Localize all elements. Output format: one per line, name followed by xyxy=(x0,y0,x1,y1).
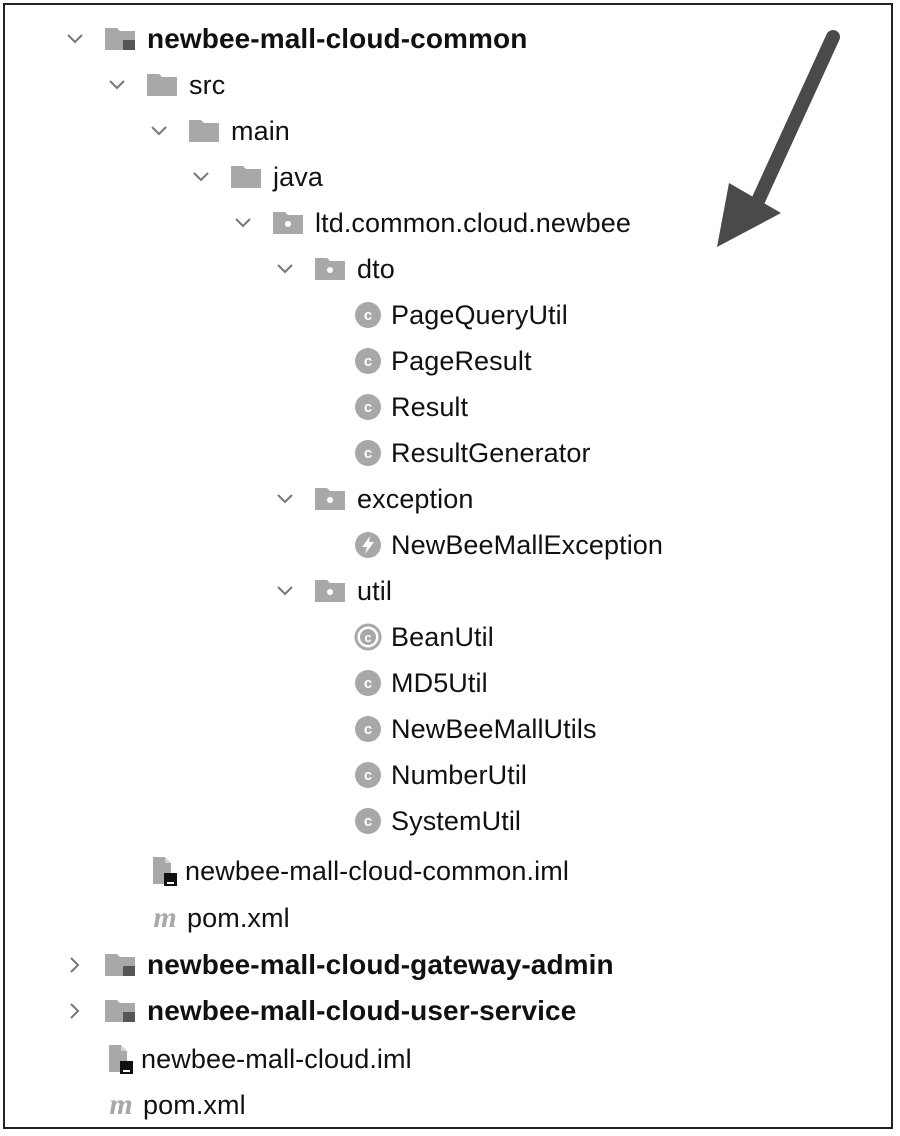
tree-item-class[interactable]: c BeanUtil xyxy=(353,617,494,657)
module-folder-icon xyxy=(103,950,139,980)
svg-text:c: c xyxy=(364,445,372,462)
class-icon: c xyxy=(353,806,383,836)
tree-item-class[interactable]: c SystemUtil xyxy=(353,801,521,841)
class-icon: c xyxy=(353,668,383,698)
tree-item-newbee-mall-cloud-user-service[interactable]: newbee-mall-cloud-user-service xyxy=(63,991,576,1031)
class-icon: c xyxy=(353,346,383,376)
tree-item-label: src xyxy=(189,69,226,100)
tree-item-newbee-mall-cloud-common[interactable]: newbee-mall-cloud-common xyxy=(63,19,527,59)
chevron-down-icon[interactable] xyxy=(231,211,255,235)
tree-item-label: newbee-mall-cloud-common.iml xyxy=(185,855,569,886)
tree-item-label: NumberUtil xyxy=(391,759,528,790)
tree-item-label: pom.xml xyxy=(143,1089,246,1120)
svg-text:c: c xyxy=(364,767,372,784)
tree-item-exception-class[interactable]: NewBeeMallException xyxy=(353,525,663,565)
tree-item-label: exception xyxy=(357,483,474,514)
tree-item-label: newbee-mall-cloud.iml xyxy=(141,1043,412,1074)
tree-item-class[interactable]: c MD5Util xyxy=(353,663,488,703)
tree-item-label: BeanUtil xyxy=(391,621,494,652)
tree-item-exception[interactable]: exception xyxy=(273,479,473,519)
tree-item-package-root[interactable]: ltd.common.cloud.newbee xyxy=(231,203,631,243)
tree-item-label: Result xyxy=(391,391,469,422)
tree-item-class[interactable]: c PageResult xyxy=(353,341,532,381)
tree-item-label: dto xyxy=(357,253,395,284)
tree-item-label: PageResult xyxy=(391,345,532,376)
folder-icon xyxy=(187,116,223,146)
svg-text:m: m xyxy=(153,903,176,933)
annotation-arrow xyxy=(717,30,840,247)
class-icon: c xyxy=(353,714,383,744)
chevron-down-icon[interactable] xyxy=(63,27,87,51)
tree-item-class[interactable]: c PageQueryUtil xyxy=(353,295,568,335)
class-icon: c xyxy=(353,438,383,468)
tree-item-pom[interactable]: m pom.xml xyxy=(147,898,290,938)
tree-item-label: PageQueryUtil xyxy=(391,299,568,330)
svg-text:c: c xyxy=(364,630,371,645)
package-icon xyxy=(313,484,349,514)
chevron-down-icon[interactable] xyxy=(273,257,297,281)
folder-icon xyxy=(145,70,181,100)
module-folder-icon xyxy=(103,996,139,1026)
tree-item-java[interactable]: java xyxy=(189,157,323,197)
chevron-down-icon[interactable] xyxy=(105,73,129,97)
tree-item-label: NewBeeMallUtils xyxy=(391,713,597,744)
tree-item-label: MD5Util xyxy=(391,667,488,698)
tree-item-newbee-mall-cloud-gateway-admin[interactable]: newbee-mall-cloud-gateway-admin xyxy=(63,945,614,985)
tree-item-class[interactable]: c NewBeeMallUtils xyxy=(353,709,597,749)
package-icon xyxy=(313,254,349,284)
svg-text:c: c xyxy=(364,307,372,324)
tree-item-iml-file[interactable]: newbee-mall-cloud-common.iml xyxy=(147,851,569,891)
exception-class-icon xyxy=(353,530,383,560)
module-folder-icon xyxy=(103,24,139,54)
package-icon xyxy=(313,576,349,606)
tree-item-class[interactable]: c NumberUtil xyxy=(353,755,527,795)
maven-file-icon: m xyxy=(147,903,183,933)
tree-item-dto[interactable]: dto xyxy=(273,249,395,289)
tree-item-class[interactable]: c ResultGenerator xyxy=(353,433,591,473)
chevron-down-icon[interactable] xyxy=(189,165,213,189)
tree-item-label: NewBeeMallException xyxy=(391,529,664,560)
project-tree-panel: newbee-mall-cloud-common src main java l… xyxy=(3,3,893,1129)
tree-item-label: ltd.common.cloud.newbee xyxy=(315,207,631,238)
tree-item-label: main xyxy=(231,115,290,146)
tree-item-label: ResultGenerator xyxy=(391,437,591,468)
tree-item-pom[interactable]: m pom.xml xyxy=(103,1085,246,1125)
chevron-down-icon[interactable] xyxy=(273,579,297,603)
chevron-right-icon[interactable] xyxy=(63,999,87,1023)
svg-text:m: m xyxy=(109,1090,132,1120)
abstract-class-icon: c xyxy=(353,622,383,652)
iml-file-icon xyxy=(103,1042,137,1076)
tree-item-label: util xyxy=(357,575,392,606)
chevron-right-icon[interactable] xyxy=(63,953,87,977)
class-icon: c xyxy=(353,300,383,330)
package-icon xyxy=(271,208,307,238)
tree-item-label: newbee-mall-cloud-common xyxy=(147,23,528,54)
svg-text:c: c xyxy=(364,353,372,370)
class-icon: c xyxy=(353,392,383,422)
tree-item-src[interactable]: src xyxy=(105,65,225,105)
chevron-down-icon[interactable] xyxy=(273,487,297,511)
tree-item-label: SystemUtil xyxy=(391,805,522,836)
tree-item-label: pom.xml xyxy=(187,902,290,933)
svg-text:c: c xyxy=(364,399,372,416)
tree-item-class[interactable]: c Result xyxy=(353,387,468,427)
svg-text:c: c xyxy=(364,721,372,738)
tree-item-iml-file[interactable]: newbee-mall-cloud.iml xyxy=(103,1039,412,1079)
svg-text:c: c xyxy=(364,675,372,692)
iml-file-icon xyxy=(147,854,181,888)
tree-item-label: java xyxy=(273,161,323,192)
svg-text:c: c xyxy=(364,813,372,830)
chevron-down-icon[interactable] xyxy=(147,119,171,143)
tree-item-util[interactable]: util xyxy=(273,571,392,611)
tree-item-label: newbee-mall-cloud-gateway-admin xyxy=(147,949,614,980)
folder-icon xyxy=(229,162,265,192)
tree-item-label: newbee-mall-cloud-user-service xyxy=(147,995,577,1026)
maven-file-icon: m xyxy=(103,1090,139,1120)
class-icon: c xyxy=(353,760,383,790)
tree-item-main[interactable]: main xyxy=(147,111,290,151)
